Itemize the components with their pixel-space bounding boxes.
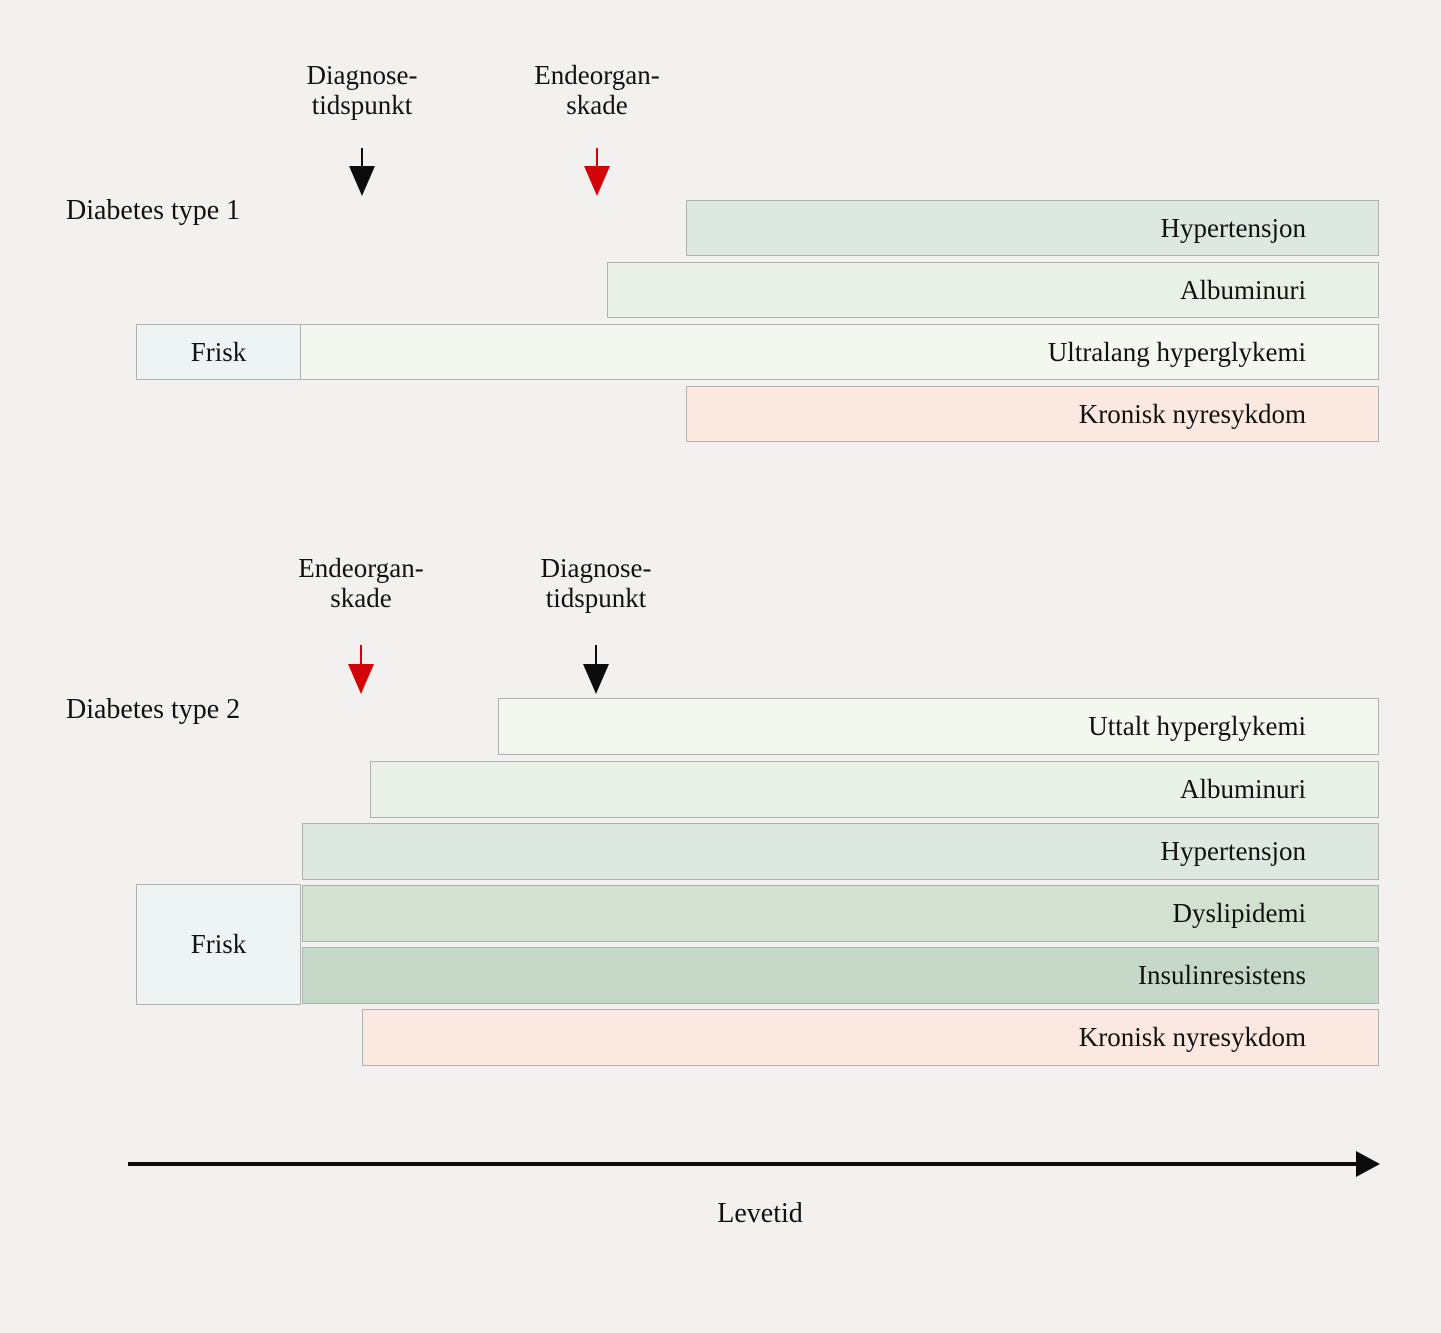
annotation-label-line: Diagnose- — [306, 60, 418, 90]
arrow-stem — [361, 148, 363, 167]
condition-bar: Hypertensjon — [686, 200, 1379, 256]
annotation-label-line: tidspunkt — [311, 90, 413, 121]
annotation-label-line: tidspunkt — [545, 583, 647, 614]
healthy-state-label: Frisk — [190, 929, 247, 959]
condition-bar-label: Albuminuri — [1180, 774, 1306, 804]
condition-bar-label: Hypertensjon — [1160, 836, 1306, 866]
condition-bar: Insulinresistens — [302, 947, 1379, 1004]
arrow-stem — [595, 645, 597, 665]
condition-bar: Kronisk nyresykdom — [362, 1009, 1379, 1066]
panel-title: Diabetes type 2 — [66, 694, 241, 725]
axis-label: Levetid — [717, 1198, 803, 1229]
healthy-state-box: Frisk — [136, 884, 301, 1005]
condition-bar-label: Insulinresistens — [1138, 960, 1306, 990]
condition-bar-label: Kronisk nyresykdom — [1078, 1022, 1306, 1052]
condition-bar: Albuminuri — [607, 262, 1379, 318]
arrow-head — [584, 166, 610, 196]
condition-bar: Kronisk nyresykdom — [686, 386, 1379, 442]
arrow-stem — [596, 148, 598, 167]
annotation-label-line: skade — [330, 583, 392, 614]
condition-bar: Albuminuri — [370, 761, 1379, 818]
condition-bar: Uttalt hyperglykemi — [498, 698, 1379, 755]
annotation-label-endeorganskade: Endeorgan-skade — [211, 553, 511, 613]
arrow-head — [349, 166, 375, 196]
annotation-arrow-diagnosetidspunkt — [582, 645, 610, 694]
axis-line — [128, 1162, 1360, 1166]
arrow-head — [583, 664, 609, 694]
axis-arrow-head — [1356, 1151, 1380, 1177]
arrow-stem — [360, 645, 362, 665]
condition-bar: Dyslipidemi — [302, 885, 1379, 942]
annotation-label-endeorganskade: Endeorgan-skade — [447, 60, 747, 120]
annotation-arrow-diagnosetidspunkt — [348, 148, 376, 196]
condition-bar-label: Hypertensjon — [1160, 212, 1306, 243]
condition-bar-label: Albuminuri — [1180, 274, 1306, 305]
arrow-head — [348, 664, 374, 694]
annotation-label-line: skade — [566, 90, 628, 121]
annotation-label-diagnosetidspunkt: Diagnose-tidspunkt — [212, 60, 512, 120]
annotation-label-line: Endeorgan- — [534, 60, 660, 90]
condition-bar-label: Ultralang hyperglykemi — [1047, 336, 1306, 367]
condition-bar-label: Kronisk nyresykdom — [1078, 398, 1306, 429]
healthy-state-box: Frisk — [136, 324, 301, 380]
lifetime-axis — [128, 1149, 1380, 1179]
condition-bar: Hypertensjon — [302, 823, 1379, 880]
annotation-label-diagnosetidspunkt: Diagnose-tidspunkt — [446, 553, 746, 613]
annotation-label-line: Diagnose- — [540, 553, 652, 583]
condition-bar-label: Dyslipidemi — [1172, 898, 1307, 928]
healthy-state-label: Frisk — [190, 336, 247, 367]
condition-bar-label: Uttalt hyperglykemi — [1088, 711, 1306, 741]
annotation-label-line: Endeorgan- — [298, 553, 424, 583]
panel-title: Diabetes type 1 — [66, 195, 241, 226]
condition-bar: Ultralang hyperglykemi — [300, 324, 1379, 380]
annotation-arrow-endeorganskade — [347, 645, 375, 694]
annotation-arrow-endeorganskade — [583, 148, 611, 196]
